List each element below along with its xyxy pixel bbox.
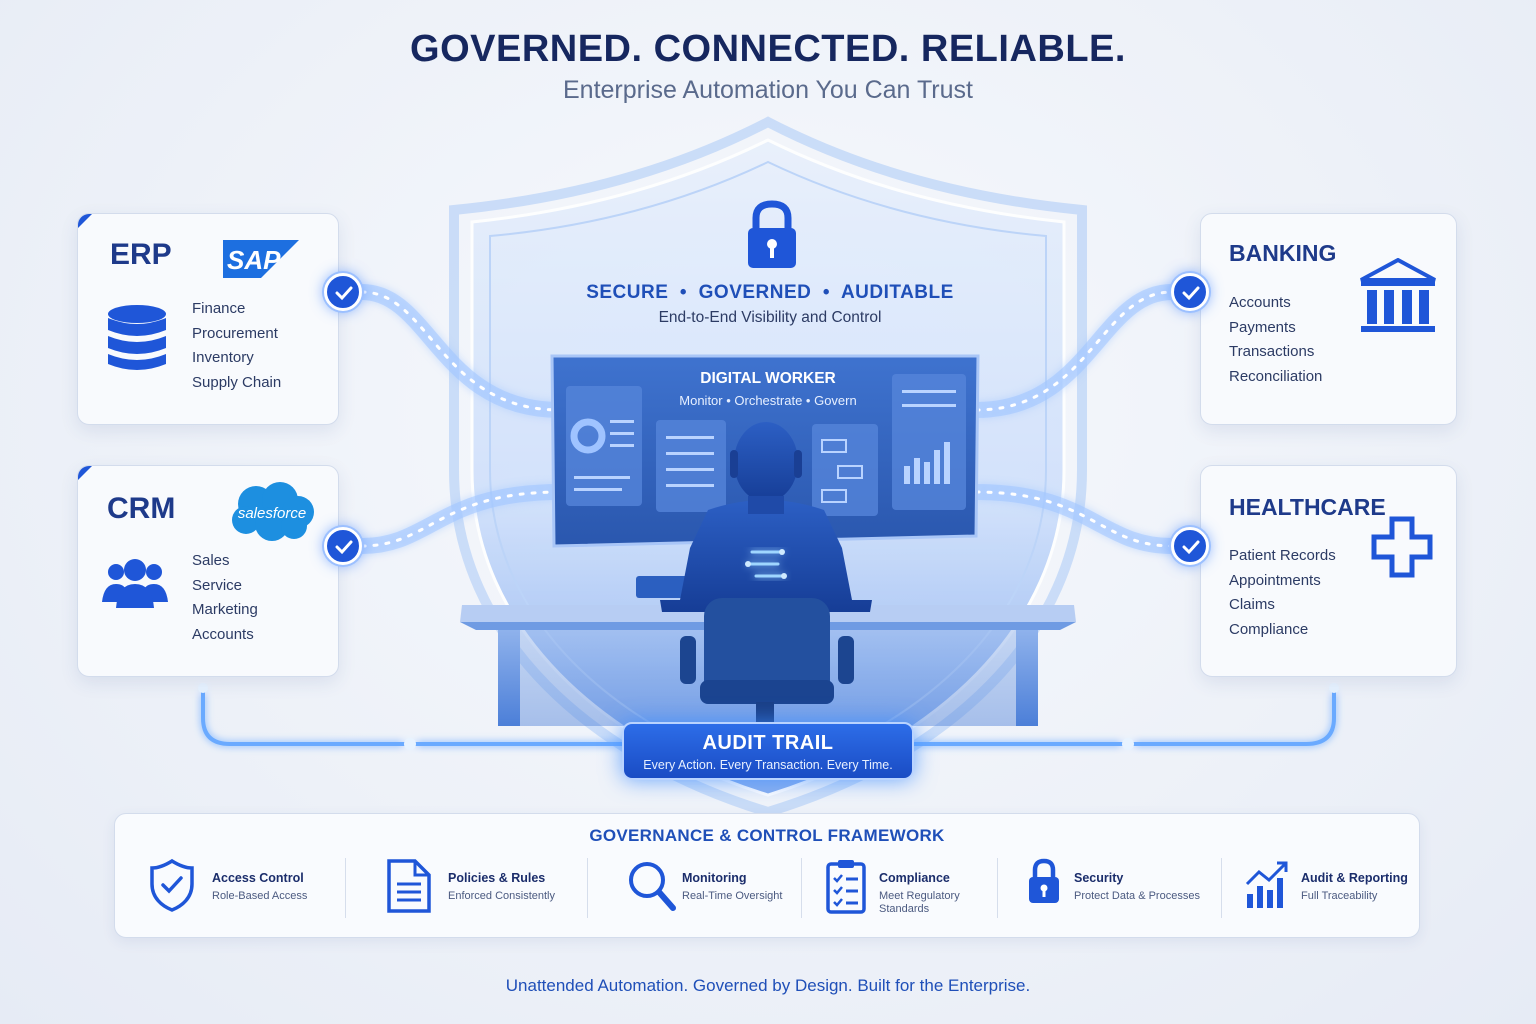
banking-card: BANKING Accounts Payments Transactions R… <box>1200 213 1457 425</box>
audit-trail-line <box>198 683 1339 750</box>
chair <box>680 598 854 722</box>
framework-item-desc: Meet Regulatory Standards <box>879 890 960 915</box>
connector-tubes <box>360 284 1174 554</box>
sap-logo: SAP <box>223 240 299 278</box>
framework-item-label: Access Control <box>212 871 304 885</box>
divider <box>997 858 998 918</box>
healthcare-item: Appointments <box>1229 571 1321 589</box>
padlock-icon <box>748 200 796 268</box>
digital-worker-title: DIGITAL WORKER <box>700 370 836 387</box>
database-icon <box>108 305 166 370</box>
framework-item-audit-reporting: Audit & Reporting Full Traceability <box>1245 858 1415 932</box>
crm-item: Service <box>192 576 243 594</box>
shield-check-icon <box>150 858 194 912</box>
framework-title: GOVERNANCE & CONTROL FRAMEWORK <box>589 826 945 845</box>
framework-item-desc: Full Traceability <box>1301 890 1378 902</box>
audit-trail-box: AUDIT TRAIL Every Action. Every Transact… <box>622 722 914 780</box>
framework-item-label: Policies & Rules <box>448 871 546 885</box>
erp-item: Inventory <box>192 349 254 366</box>
healthcare-item: Patient Records <box>1229 547 1336 564</box>
salesforce-logo-text: salesforce <box>238 505 306 522</box>
crm-item: Accounts <box>192 625 254 643</box>
growth-chart-icon <box>1245 861 1288 908</box>
framework-item-label: Monitoring <box>682 871 747 885</box>
banking-item: Transactions <box>1229 343 1315 360</box>
sap-logo-text: SAP <box>227 245 281 275</box>
page-subtitle: Enterprise Automation You Can Trust <box>563 76 973 104</box>
framework-item-desc: Role-Based Access <box>212 890 308 902</box>
framework-item-security: Security Protect Data & Processes <box>1027 858 1227 932</box>
digital-worker-subtitle: Monitor • Orchestrate • Govern <box>679 393 857 408</box>
medical-cross-icon <box>1371 516 1433 578</box>
banking-item: Reconciliation <box>1229 367 1323 385</box>
salesforce-logo: salesforce <box>232 482 314 541</box>
crm-item: Sales <box>192 552 230 569</box>
healthcare-item: Claims <box>1229 596 1275 613</box>
divider <box>1221 858 1222 918</box>
check-icon <box>1171 527 1209 565</box>
robot-figure <box>660 422 872 612</box>
governance-framework: GOVERNANCE & CONTROL FRAMEWORK Access Co… <box>114 813 1420 938</box>
magnifier-icon <box>629 862 676 911</box>
check-icon <box>324 273 362 311</box>
framework-item-desc: Enforced Consistently <box>448 890 555 902</box>
banking-item: Payments <box>1229 318 1296 336</box>
audit-trail-title: AUDIT TRAIL <box>702 732 834 754</box>
framework-item-label: Compliance <box>879 871 950 885</box>
footer-tagline: Unattended Automation. Governed by Desig… <box>505 976 1031 995</box>
framework-item-access-control: Access Control Role-Based Access <box>149 858 349 932</box>
banking-item: Accounts <box>1229 294 1291 311</box>
framework-item-desc: Protect Data & Processes <box>1074 890 1200 902</box>
crm-title: CRM <box>107 492 176 525</box>
shield-tagline: End-to-End Visibility and Control <box>658 309 882 326</box>
users-icon <box>102 559 168 608</box>
framework-item-compliance: Compliance Meet Regulatory Standards <box>825 858 1005 932</box>
framework-item-label: Security <box>1074 871 1124 885</box>
shield-pillars: SECURE • GOVERNED • AUDITABLE <box>586 282 954 303</box>
erp-item: Procurement <box>192 324 278 342</box>
erp-title: ERP <box>110 238 172 271</box>
erp-item: Finance <box>192 300 246 317</box>
framework-item-desc: Real-Time Oversight <box>682 890 783 902</box>
crm-item: Marketing <box>192 601 258 618</box>
shield-outline <box>449 116 1087 818</box>
healthcare-title: HEALTHCARE <box>1229 494 1386 520</box>
healthcare-item: Compliance <box>1229 620 1309 638</box>
erp-item: Supply Chain <box>192 373 282 391</box>
framework-item-monitoring: Monitoring Real-Time Oversight <box>627 858 807 932</box>
page-title: GOVERNED. CONNECTED. RELIABLE. <box>410 28 1126 70</box>
framework-item-policies: Policies & Rules Enforced Consistently <box>385 858 585 932</box>
erp-card: ERP SAP Finance Procurement Inventory Su… <box>77 213 339 425</box>
padlock-icon <box>1029 858 1059 903</box>
document-icon <box>387 859 431 913</box>
banking-title: BANKING <box>1229 240 1337 266</box>
divider <box>587 858 588 918</box>
check-icon <box>324 527 362 565</box>
bank-icon <box>1360 258 1436 332</box>
audit-trail-subtitle: Every Action. Every Transaction. Every T… <box>643 758 893 772</box>
checklist-icon <box>826 860 866 914</box>
healthcare-card: HEALTHCARE Patient Records Appointments … <box>1200 465 1457 677</box>
check-icon <box>1171 273 1209 311</box>
divider <box>345 858 346 918</box>
framework-item-label: Audit & Reporting <box>1301 871 1408 885</box>
crm-card: CRM salesforce Sales Service Marketing A… <box>77 465 339 677</box>
divider <box>801 858 802 918</box>
